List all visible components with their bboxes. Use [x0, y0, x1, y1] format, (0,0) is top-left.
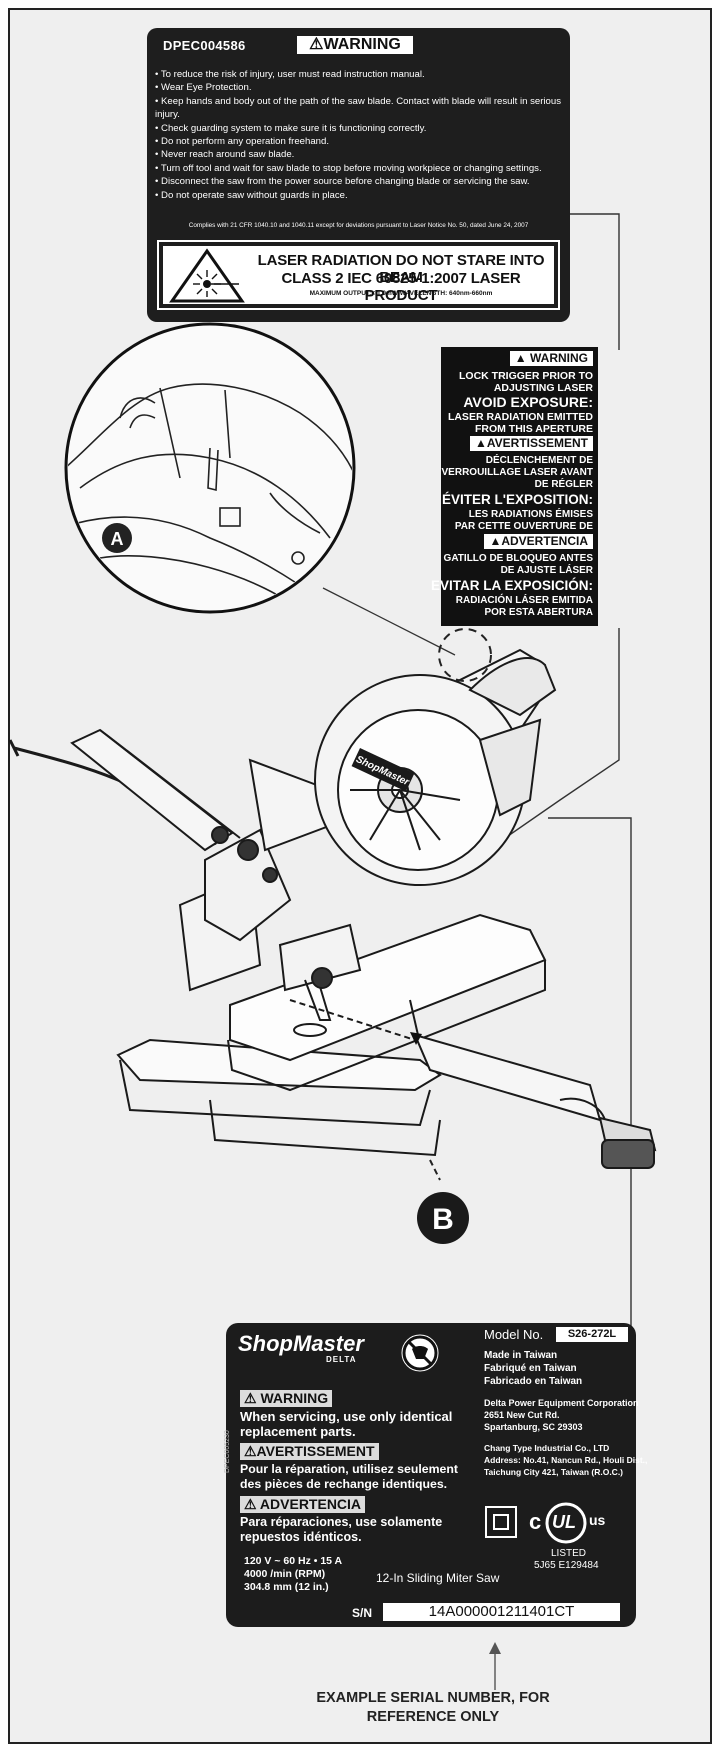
laser-line-2: CLASS 2 IEC 60825-1:2007 LASER PRODUCT	[281, 270, 521, 304]
warning-es-text: repuestos idénticos.	[240, 1530, 362, 1544]
bullet: • Turn off tool and wait for saw blade t…	[155, 162, 542, 174]
bullet: • Do not perform any operation freehand.	[155, 136, 330, 148]
c-mark: c	[529, 1509, 542, 1534]
side-code: DPEC005230	[224, 1430, 231, 1473]
bullet: • To reduce the risk of injury, user mus…	[155, 69, 425, 80]
listed-code: 5J65 E129484	[534, 1560, 599, 1571]
en-text: FROM THIS APERTURE	[474, 423, 593, 435]
en-text: AVOID EXPOSURE:	[463, 394, 593, 410]
ul-logo-icon	[545, 1502, 587, 1544]
es-text: POR ESTA ABERTURA	[484, 607, 593, 618]
callout-b: B	[432, 1203, 454, 1236]
sn-label: S/N	[352, 1606, 373, 1620]
fr-text: PAR CETTE OUVERTURE DE	[454, 521, 593, 532]
warning-fr-text: Pour la réparation, utilisez seulement	[240, 1462, 458, 1476]
warning-fr-header: ⚠AVERTISSEMENT	[240, 1443, 379, 1460]
nameplate-label: ShopMaster DELTA Model No. S26-272L Made…	[224, 1323, 647, 1627]
no-water-icon	[401, 1334, 439, 1372]
laser-line-1: LASER RADIATION DO NOT STARE INTO BEAM	[257, 252, 545, 286]
laser-aperture-label: ▲ WARNING LOCK TRIGGER PRIOR TO ADJUSTIN…	[431, 347, 598, 626]
bullet: • Disconnect the saw from the power sour…	[155, 176, 530, 188]
footnote-line-2: REFERENCE ONLY	[366, 1709, 500, 1725]
en-text: LOCK TRIGGER PRIOR TO	[459, 370, 593, 382]
warning-es-text: Para réparaciones, use solamente	[240, 1515, 443, 1529]
rating-text: 4000 /min (RPM)	[244, 1568, 326, 1580]
es-text: RADIACIÓN LÁSER EMITIDA	[455, 595, 593, 606]
callout-a-circle	[102, 523, 132, 553]
us-mark: us	[589, 1512, 606, 1528]
bullet: • Check guarding system to make sure it …	[155, 122, 427, 134]
callout-a: A	[111, 529, 124, 549]
en-text: ADJUSTING LASER	[493, 382, 593, 394]
bullet: • Keep hands and body out of the path of…	[155, 95, 562, 121]
warning-label: DPEC004586 ⚠WARNING • To reduce the risk…	[147, 28, 570, 322]
manufacturer-address: Taichung City 421, Taiwan (R.O.C.)	[484, 1467, 624, 1477]
es-text: GATILLO DE BLOQUEO ANTES	[443, 553, 593, 564]
warning-en-text: replacement parts.	[240, 1424, 356, 1439]
es-text: EVITAR LA EXPOSICIÓN:	[430, 578, 593, 593]
en-header: ▲ WARNING	[509, 351, 593, 366]
bullet: • Wear Eye Protection.	[155, 82, 252, 94]
listed-text: LISTED	[551, 1548, 587, 1559]
es-text: DE AJUSTE LÁSER	[500, 565, 593, 576]
warning-fr-text: des pièces de rechange identiques.	[240, 1477, 448, 1491]
rating-text: 304.8 mm (12 in.)	[244, 1581, 329, 1593]
es-header: ▲ADVERTENCIA	[484, 534, 593, 549]
double-insulation-icon	[485, 1506, 517, 1538]
serial-number: 14A000001211401CT	[383, 1603, 620, 1621]
fr-text: ÉVITER L'EXPOSITION:	[442, 492, 593, 507]
brand-logo: ShopMaster	[238, 1331, 364, 1356]
product-name: 12-In Sliding Miter Saw	[376, 1571, 500, 1585]
aperture-highlight	[438, 628, 492, 682]
warning-en-header: ⚠ WARNING	[240, 1390, 333, 1407]
warning-header: ⚠WARNING	[297, 36, 413, 54]
manufacturer-address: Address: No.41, Nancun Rd., Houli Dist.,	[484, 1455, 648, 1465]
ul-mark: UL	[552, 1512, 576, 1532]
model-label: Model No.	[484, 1327, 544, 1342]
manufacturer-address: Chang Type Industrial Co., LTD	[484, 1443, 610, 1453]
fr-text: DE RÉGLER	[534, 479, 593, 490]
rating-text: 120 V ~ 60 Hz • 15 A	[244, 1555, 343, 1567]
laser-hazard-icon	[169, 248, 245, 303]
footnote-line-1: EXAMPLE SERIAL NUMBER, FOR	[316, 1690, 550, 1706]
callout-b-circle	[417, 1192, 469, 1244]
detail-magnifier: A	[64, 322, 356, 614]
fr-header: ▲AVERTISSEMENT	[470, 436, 593, 451]
warning-en-text: When servicing, use only identical	[240, 1409, 453, 1424]
brand-sub: DELTA	[326, 1355, 357, 1364]
en-text: LASER RADIATION EMITTED	[447, 411, 593, 423]
compliance-text: Complies with 21 CFR 1040.10 and 1040.11…	[188, 222, 529, 229]
distributor-address: 2651 New Cut Rd.	[484, 1410, 560, 1420]
model-value: S26-272L	[556, 1327, 628, 1342]
label-code: DPEC004586	[163, 38, 246, 53]
laser-line-3: MAXIMUM OUTPUT:< 1.0mW WAVELENGTH: 640nm…	[309, 290, 493, 297]
laser-warning-box: LASER RADIATION DO NOT STARE INTO BEAM C…	[157, 240, 560, 310]
made-in: Made in Taiwan	[484, 1350, 558, 1361]
made-in: Fabricado en Taiwan	[484, 1376, 583, 1387]
bullet: • Do not operate saw without guards in p…	[155, 189, 348, 201]
safety-bullets: • To reduce the risk of injury, user mus…	[155, 68, 565, 202]
fr-text: VERROUILLAGE LASER AVANT	[441, 467, 593, 478]
fr-text: DÉCLENCHEMENT DE	[485, 455, 593, 466]
distributor-address: Delta Power Equipment Corporation	[484, 1398, 639, 1408]
bullet: • Never reach around saw blade.	[155, 149, 295, 161]
fr-text: LES RADIATIONS ÉMISES	[468, 509, 593, 520]
warning-es-header: ⚠ ADVERTENCIA	[240, 1496, 366, 1513]
distributor-address: Spartanburg, SC 29303	[484, 1422, 583, 1432]
made-in: Fabriqué en Taiwan	[484, 1363, 577, 1374]
